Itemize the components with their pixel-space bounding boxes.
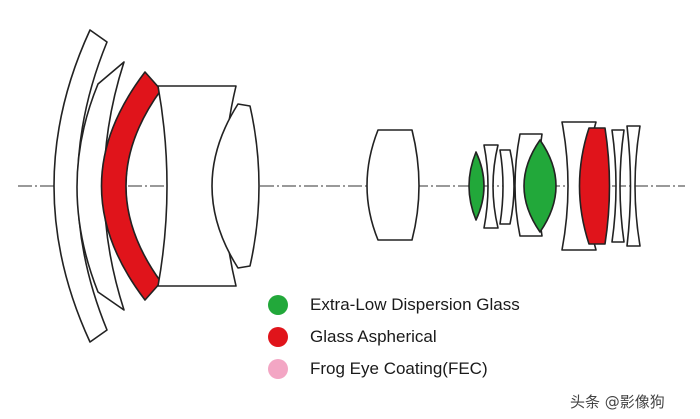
lens-element-8 <box>483 144 499 229</box>
legend-swatch-pink <box>268 359 288 379</box>
legend-swatch-red <box>268 327 288 347</box>
middle-group <box>366 129 420 241</box>
lens-element-6 <box>366 129 420 241</box>
rear-group <box>468 121 641 251</box>
legend-label: Frog Eye Coating(FEC) <box>310 359 488 378</box>
legend-item-ed-glass: Extra-Low Dispersion Glass <box>268 289 568 321</box>
lens-element-7 <box>468 151 485 221</box>
legend-swatch-green <box>268 295 288 315</box>
front-group <box>53 29 260 343</box>
legend-label: Extra-Low Dispersion Glass <box>310 295 520 314</box>
lens-element-11 <box>523 139 557 233</box>
lens-element-1 <box>53 29 108 343</box>
lens-element-14 <box>611 129 625 243</box>
lens-element-2 <box>76 61 125 311</box>
lens-element-5 <box>211 103 260 269</box>
lens-element-13 <box>578 127 611 245</box>
lens-element-15 <box>626 125 641 247</box>
lens-element-9 <box>499 149 515 225</box>
legend: Extra-Low Dispersion Glass Glass Aspheri… <box>268 289 568 385</box>
legend-item-aspherical: Glass Aspherical <box>268 321 568 353</box>
legend-item-fec: Frog Eye Coating(FEC) <box>268 353 568 385</box>
lens-element-3 <box>100 71 162 301</box>
legend-label: Glass Aspherical <box>310 327 437 346</box>
watermark-text: 头条 @影像狗 <box>570 393 665 411</box>
